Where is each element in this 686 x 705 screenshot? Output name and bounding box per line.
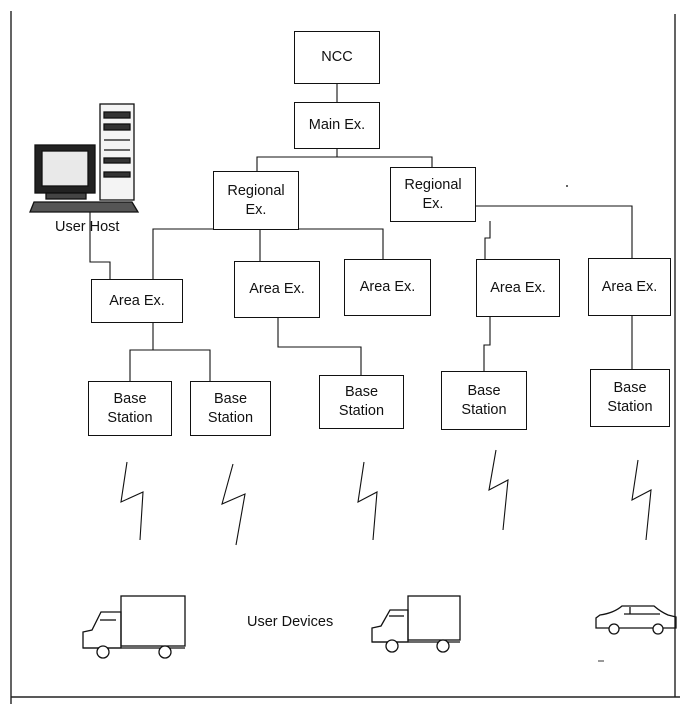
lightning-bolt-icon [488,449,509,531]
base-station-node-4: Base Station [441,371,527,430]
base-station-node-2: Base Station [190,381,271,436]
area-exchange-node-1: Area Ex. [91,279,183,323]
lightning-bolt-icon [120,461,144,541]
area-exchange-node-3: Area Ex. [344,259,431,316]
main-exchange-node: Main Ex. [294,102,380,149]
base-station-node-3: Base Station [319,375,404,429]
base-station-node-1: Base Station [88,381,172,436]
computer-icon [29,103,140,213]
lightning-bolt-icon [631,459,652,541]
area-exchange-node-4: Area Ex. [476,259,560,317]
link-area2-base3 [277,317,362,376]
area-exchange-node-5: Area Ex. [588,258,671,316]
user-devices-label: User Devices [247,614,334,630]
link-area4-base4 [483,316,491,372]
link-regional2-area5 [476,205,633,259]
wireless-links [120,449,652,546]
link-main-regional-2 [337,156,433,168]
base-station-node-5: Base Station [590,369,670,427]
lightning-bolt-icon [357,461,378,541]
regional-exchange-node-1: Regional Ex. [213,171,299,230]
car-icon [595,605,677,635]
scan-dot [566,185,568,187]
link-regional1-area3 [257,228,384,260]
link-area1-base2 [153,349,211,382]
truck-icon [82,595,186,659]
user-host-label: User Host [55,219,120,235]
link-userhost-area1 [89,212,111,280]
lightning-bolt-icon [221,463,246,546]
ncc-node: NCC [294,31,380,84]
truck-icon [371,595,461,653]
link-regional2-area4 [484,221,491,260]
link-main-regional-1 [256,148,338,172]
regional-exchange-node-2: Regional Ex. [390,167,476,222]
link-area1-base1 [129,322,154,382]
area-exchange-node-2: Area Ex. [234,261,320,318]
